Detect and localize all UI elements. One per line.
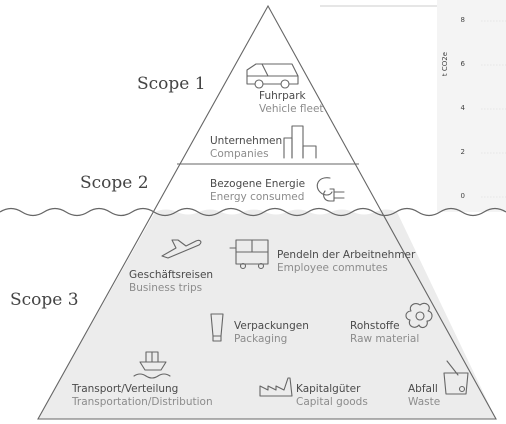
item-waste-de: Abfall: [408, 383, 438, 395]
item-capital-goods-en: Capital goods: [296, 396, 368, 408]
side-chart-gridlines: [481, 20, 506, 198]
item-packaging-en: Packaging: [234, 333, 288, 345]
ytick-label: 8: [460, 16, 465, 24]
plug-icon: [316, 177, 345, 202]
item-transport: Transport/Verteilung Transportation/Dist…: [72, 383, 213, 409]
pyramid-outline: [37, 4, 497, 420]
buildings-icon: [283, 125, 317, 159]
item-raw-material: Rohstoffe Raw material: [350, 320, 419, 346]
item-commutes-en: Employee commutes: [277, 262, 388, 274]
factory-icon: [259, 377, 293, 397]
item-waste-en: Waste: [408, 396, 441, 408]
item-business-trips-en: Business trips: [129, 282, 203, 294]
bus-icon: [229, 239, 269, 270]
item-transport-en: Transportation/Distribution: [72, 396, 213, 408]
scope2-label: Scope 2: [80, 173, 149, 193]
water-line: [0, 207, 506, 217]
item-companies-en: Companies: [210, 148, 269, 160]
item-capital-goods-de: Kapitalgüter: [296, 383, 361, 395]
item-companies-de: Unternehmen: [210, 135, 283, 147]
scope1-label: Scope 1: [137, 74, 206, 94]
ytick-label: 6: [460, 60, 465, 68]
ytick-label: 2: [460, 148, 465, 156]
vehicle-icon: [246, 63, 299, 89]
item-packaging-de: Verpackungen: [234, 320, 309, 332]
airplane-icon: [161, 239, 202, 259]
scope3-label: Scope 3: [10, 290, 79, 310]
item-energy: Bezogene Energie Energy consumed: [210, 178, 305, 204]
item-fleet: Fuhrpark Vehicle fleet: [259, 90, 324, 116]
item-raw-material-de: Rohstoffe: [350, 320, 400, 332]
item-energy-de: Bezogene Energie: [210, 178, 306, 190]
item-energy-en: Energy consumed: [210, 191, 305, 203]
item-transport-de: Transport/Verteilung: [72, 383, 179, 395]
item-raw-material-en: Raw material: [350, 333, 420, 345]
item-companies: Unternehmen Companies: [210, 135, 282, 161]
ytick-label: 0: [460, 192, 465, 200]
yaxis-label: t CO2e: [441, 51, 449, 77]
item-commutes: Pendeln der Arbeitnehmer Employee commut…: [277, 249, 415, 275]
item-fleet-en: Vehicle fleet: [259, 103, 324, 115]
side-chart-panel: [437, 0, 506, 212]
item-business-trips-de: Geschäftsreisen: [129, 269, 214, 281]
scope3-region: [38, 209, 496, 419]
flower-icon: [405, 302, 433, 329]
ship-icon: [133, 351, 171, 379]
item-commutes-de: Pendeln der Arbeitnehmer: [277, 249, 416, 261]
item-fleet-de: Fuhrpark: [259, 90, 306, 102]
tube-icon: [210, 313, 224, 342]
item-capital-goods: Kapitalgüter Capital goods: [296, 383, 368, 409]
item-business-trips: Geschäftsreisen Business trips: [129, 269, 213, 295]
waste-bin-icon: [443, 360, 469, 395]
item-packaging: Verpackungen Packaging: [234, 320, 309, 346]
ytick-label: 4: [460, 104, 465, 112]
item-waste: Abfall Waste: [408, 383, 440, 409]
